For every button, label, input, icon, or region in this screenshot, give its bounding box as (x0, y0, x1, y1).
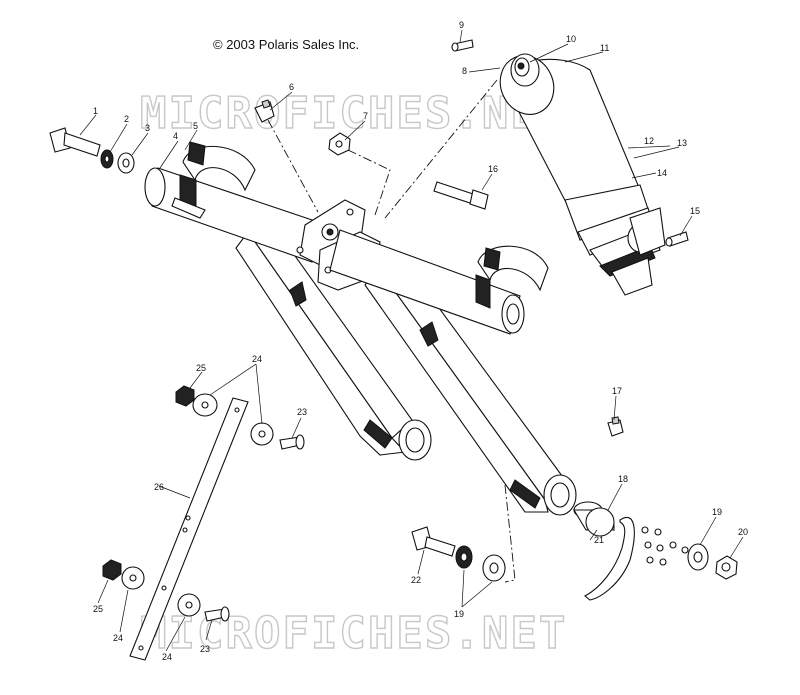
callout-4: 4 (173, 131, 178, 141)
callout-24b: 24 (113, 633, 123, 643)
callout-24c: 24 (162, 652, 172, 662)
callout-1: 1 (93, 106, 98, 116)
hardware-bottom (411, 526, 506, 582)
callout-23a: 23 (297, 407, 307, 417)
callout-13: 13 (677, 138, 687, 148)
callout-9: 9 (459, 20, 464, 30)
hardware-right (573, 501, 738, 601)
callout-12: 12 (644, 136, 654, 146)
callout-16: 16 (488, 164, 498, 174)
hardware-top (49, 39, 689, 437)
callout-23b: 23 (200, 644, 210, 654)
hardware-left (102, 385, 305, 661)
callout-3: 3 (145, 123, 150, 133)
callout-11: 11 (600, 43, 609, 53)
callout-5: 5 (193, 121, 198, 131)
right-swing-arm (329, 229, 577, 516)
callout-21: 21 (594, 535, 604, 545)
callout-6: 6 (289, 82, 294, 92)
callout-15: 15 (690, 206, 700, 216)
callout-22: 22 (411, 575, 421, 585)
callout-25a: 25 (196, 363, 206, 373)
callout-10: 10 (566, 34, 576, 44)
callout-19a: 19 (454, 609, 464, 619)
watermark-top: MICROFICHES.NET (140, 88, 567, 139)
callout-19b: 19 (712, 507, 722, 517)
callout-24a: 24 (252, 354, 262, 364)
callout-2: 2 (124, 114, 129, 124)
callout-14: 14 (657, 168, 667, 178)
callout-26: 26 (154, 482, 164, 492)
copyright-notice: © 2003 Polaris Sales Inc. (213, 37, 360, 52)
assembly-lines (267, 79, 516, 583)
left-swing-arm (144, 141, 432, 461)
callout-25b: 25 (93, 604, 103, 614)
callout-labels: 1 2 3 4 5 6 7 8 9 10 11 12 13 14 15 16 1… (93, 20, 748, 662)
callout-18: 18 (618, 474, 628, 484)
shock-absorber (499, 53, 666, 296)
callout-8: 8 (462, 66, 467, 76)
callout-7: 7 (363, 111, 368, 121)
callout-17: 17 (612, 386, 622, 396)
callout-20: 20 (738, 527, 748, 537)
leader-lines (79, 29, 744, 652)
